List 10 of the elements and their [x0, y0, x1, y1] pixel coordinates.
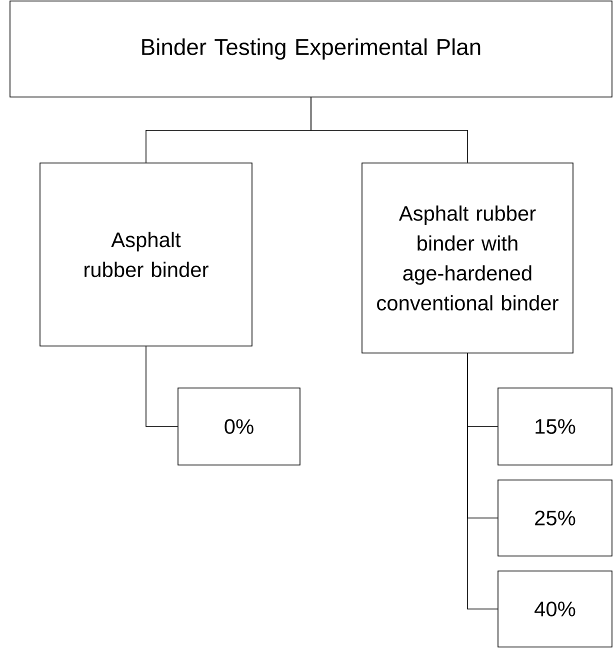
- category-box: Asphalt rubber binder with age-hardened conventional binder: [362, 162, 574, 354]
- percentage-box: 40%: [498, 570, 612, 648]
- category-box: Asphalt rubber binder: [40, 162, 252, 346]
- connector-line: [146, 346, 178, 427]
- percentage-box: 25%: [498, 480, 612, 556]
- percentage-box: 15%: [498, 388, 612, 466]
- title-box: Binder Testing Experimental Plan: [10, 0, 612, 98]
- connector-line: [310, 97, 468, 163]
- percentage-box: 0%: [178, 388, 300, 466]
- connector-line: [467, 353, 498, 610]
